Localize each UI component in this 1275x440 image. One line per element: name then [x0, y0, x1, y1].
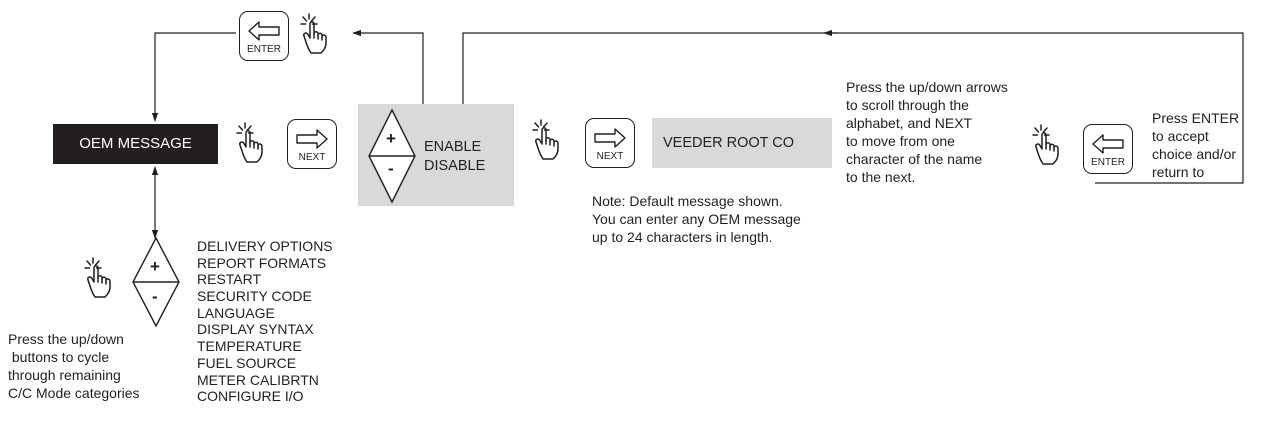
plus-symbol: + [150, 257, 160, 276]
up-down-buttons[interactable] [367, 108, 417, 204]
cycle-instruction-line: C/C Mode categories [8, 385, 140, 401]
note-line: Note: Default message shown. [592, 193, 783, 209]
category-item: SECURITY CODE [197, 288, 312, 305]
minus-symbol: - [388, 159, 394, 178]
left-arrow-icon [1092, 134, 1124, 154]
disable-label: DISABLE [424, 158, 486, 174]
enter-key-label: ENTER [247, 44, 281, 55]
oem-message-label: OEM MESSAGE [79, 135, 192, 152]
cycle-instruction-line: Press the up/down [8, 331, 124, 347]
pointing-hand-icon [1032, 124, 1059, 165]
category-item: METER CALIBRTN [197, 371, 319, 388]
pointing-hand-icon [300, 13, 327, 54]
category-item: REPORT FORMATS [197, 254, 327, 271]
pointing-hand-icon [236, 122, 263, 163]
category-item: DELIVERY OPTIONS [197, 238, 333, 254]
plus-symbol: + [386, 129, 396, 148]
scroll-instruction-line: to scroll through the [846, 97, 969, 113]
category-item: RESTART [197, 271, 262, 288]
cycle-instruction-line: buttons to cycle [8, 349, 110, 365]
cycle-instruction-line: through remaining [8, 367, 121, 383]
up-down-buttons[interactable] [131, 236, 181, 328]
category-item: CONFIGURE I/O [197, 388, 304, 405]
pointing-hand-icon [532, 119, 559, 160]
oem-message-box: OEM MESSAGE [53, 124, 218, 164]
category-item: DISPLAY SYNTAX [197, 321, 314, 338]
scroll-instruction-line: to the next. [846, 169, 916, 185]
scroll-instruction-line: Press the up/down arrows [846, 79, 1008, 95]
enter-key-label: ENTER [1091, 157, 1125, 168]
enable-to-enter-arrow [352, 29, 424, 104]
note-line: You can enter any OEM message [592, 211, 801, 227]
next-key-2[interactable]: NEXT [585, 118, 635, 168]
category-item: TEMPERATURE [197, 338, 302, 355]
enter-key-top[interactable]: ENTER [239, 11, 289, 61]
next-key-1[interactable]: NEXT [287, 119, 337, 169]
enter-key-right[interactable]: ENTER [1083, 124, 1133, 174]
right-arrow-icon [594, 128, 626, 148]
left-arrow-icon [248, 21, 280, 41]
enter-instruction-line: Press ENTER [1152, 110, 1240, 126]
name-display-text: VEEDER ROOT CO [663, 135, 795, 151]
note-line: up to 24 characters in length. [592, 229, 773, 245]
scroll-instruction-line: alphabet, and NEXT [846, 115, 973, 131]
minus-symbol: - [152, 287, 158, 306]
category-list: DELIVERY OPTIONS REPORT FORMATS RESTART … [197, 238, 333, 405]
enable-label: ENABLE [424, 139, 482, 155]
category-item: FUEL SOURCE [197, 354, 297, 371]
enter-instruction-line: return to [1152, 164, 1205, 180]
next-key-label: NEXT [596, 151, 624, 162]
scroll-instruction-line: to move from one [846, 133, 955, 149]
next-key-label: NEXT [298, 152, 326, 163]
enter-instruction-line: choice and/or [1152, 146, 1237, 162]
return-loop-arrow [459, 32, 1244, 184]
category-item: LANGUAGE [197, 304, 275, 321]
right-arrow-icon [296, 129, 328, 149]
pointing-hand-icon [84, 257, 111, 298]
name-display-box: VEEDER ROOT CO [652, 118, 832, 168]
enter-instruction-line: to accept [1152, 128, 1209, 144]
scroll-instruction-line: character of the name [846, 151, 983, 167]
enter-to-oem-arrow [151, 32, 236, 122]
